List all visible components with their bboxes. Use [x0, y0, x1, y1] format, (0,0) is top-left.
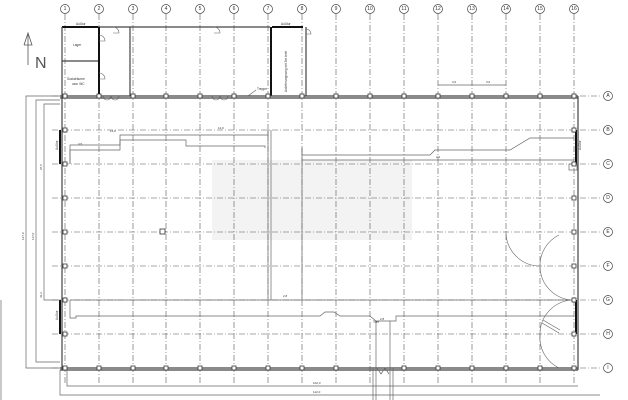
dim-note-1: 12,0 [110, 129, 116, 133]
grid-marker-C: C [603, 159, 613, 169]
grid-marker-15: 15 [535, 4, 545, 14]
grid-marker-A: A [603, 91, 613, 101]
grid-marker-D: D [603, 193, 613, 203]
grid-marker-H: H [603, 329, 613, 339]
grid-marker-3: 3 [128, 4, 138, 14]
dim-note-2: 3,5 [78, 142, 83, 146]
grid-marker-11: 11 [399, 4, 409, 14]
svg-text:7: 7 [267, 6, 270, 12]
svg-text:B: B [606, 127, 610, 133]
grid-marker-F: F [603, 261, 613, 271]
grid-rows [52, 95, 602, 369]
svg-text:16: 16 [571, 6, 577, 12]
wall-label-right: Außtur [578, 139, 582, 150]
dim-bottom-outer: 112,0 [313, 390, 321, 394]
leader-label: Treppe [257, 87, 267, 91]
grid-marker-I: I [603, 363, 613, 373]
svg-text:2: 2 [98, 6, 101, 12]
svg-text:E: E [606, 229, 610, 235]
svg-text:14: 14 [503, 6, 509, 12]
grid-marker-G: G [603, 295, 613, 305]
grid-marker-12: 12 [433, 4, 443, 14]
dim-left-inner: 117,0 [31, 232, 35, 240]
svg-text:3: 3 [132, 6, 135, 12]
room-label-lager: Lager [73, 43, 82, 47]
corridor-label: Anlieferungsweg mit 5m breit [284, 51, 288, 92]
north-annex: Lager Sozialräume usw. WC Außtur Außtur … [61, 22, 312, 101]
dim-top-1: 3,6 [452, 80, 457, 84]
wall-label-top-left: Außtur [76, 22, 87, 26]
grid-columns [64, 14, 575, 385]
svg-text:4: 4 [165, 6, 168, 12]
dim-left-upper: 97,6 [39, 164, 43, 170]
dim-note-3: 12,0 [218, 126, 224, 130]
dim-left-lower: 43,3 [39, 292, 43, 298]
svg-text:G: G [606, 297, 610, 303]
grid-marker-9: 9 [331, 4, 341, 14]
room-label-sozial-sub: usw. WC [72, 82, 85, 86]
main-hall: Tore Außtur Außtur Außtur [55, 95, 582, 400]
dim-note-4: 2,8 [283, 294, 288, 298]
grid-marker-6: 6 [229, 4, 239, 14]
grid-marker-13: 13 [467, 4, 477, 14]
grid-marker-B: B [603, 125, 613, 135]
grid-marker-7: 7 [263, 4, 273, 14]
svg-text:1: 1 [64, 6, 67, 12]
column-markers: 1 2 3 4 5 6 7 8 9 10 11 12 13 14 15 16 [60, 4, 579, 14]
grid-marker-1: 1 [60, 4, 70, 14]
svg-text:C: C [606, 161, 610, 167]
grid-marker-16: 16 [569, 4, 579, 14]
row-markers: A B C D E F G H I [603, 91, 613, 373]
north-arrow-icon: N [23, 31, 47, 72]
dimensions: 3,6 3,6 127,0 117,0 97,6 43,3 102,3 112,… [0, 80, 600, 400]
grid-marker-5: 5 [195, 4, 205, 14]
wall-label-top-right: Außtur [281, 22, 292, 26]
svg-text:5: 5 [199, 6, 202, 12]
svg-text:9: 9 [335, 6, 338, 12]
dim-left-total: 127,0 [21, 232, 25, 240]
svg-text:D: D [606, 195, 610, 201]
dim-note-5: 2,0 [436, 155, 441, 159]
svg-text:13: 13 [469, 6, 475, 12]
svg-text:6: 6 [233, 6, 236, 12]
svg-text:10: 10 [367, 6, 373, 12]
structural-columns [62, 93, 577, 371]
svg-text:A: A [606, 93, 610, 99]
svg-text:I: I [607, 365, 608, 371]
wall-label-left-lower: Außtur [55, 309, 59, 320]
svg-text:F: F [606, 263, 609, 269]
wall-label-left-upper: Außtur [55, 139, 59, 150]
room-label-sozial: Sozialräume [67, 77, 85, 81]
grid-marker-2: 2 [94, 4, 104, 14]
svg-text:15: 15 [537, 6, 543, 12]
door-label-south: Tore [373, 320, 379, 324]
grid-marker-8: 8 [297, 4, 307, 14]
svg-text:8: 8 [301, 6, 304, 12]
grid-marker-14: 14 [501, 4, 511, 14]
north-label: N [35, 55, 47, 72]
grid-marker-4: 4 [161, 4, 171, 14]
svg-text:11: 11 [401, 6, 406, 12]
watermark [212, 160, 412, 240]
svg-text:H: H [606, 331, 610, 337]
grid-marker-E: E [603, 227, 613, 237]
dim-top-2: 3,6 [486, 80, 491, 84]
dim-bottom-inner: 102,3 [313, 381, 321, 385]
grid-marker-10: 10 [365, 4, 375, 14]
svg-text:12: 12 [435, 6, 441, 12]
dim-note-6: 2,8 [380, 317, 385, 321]
